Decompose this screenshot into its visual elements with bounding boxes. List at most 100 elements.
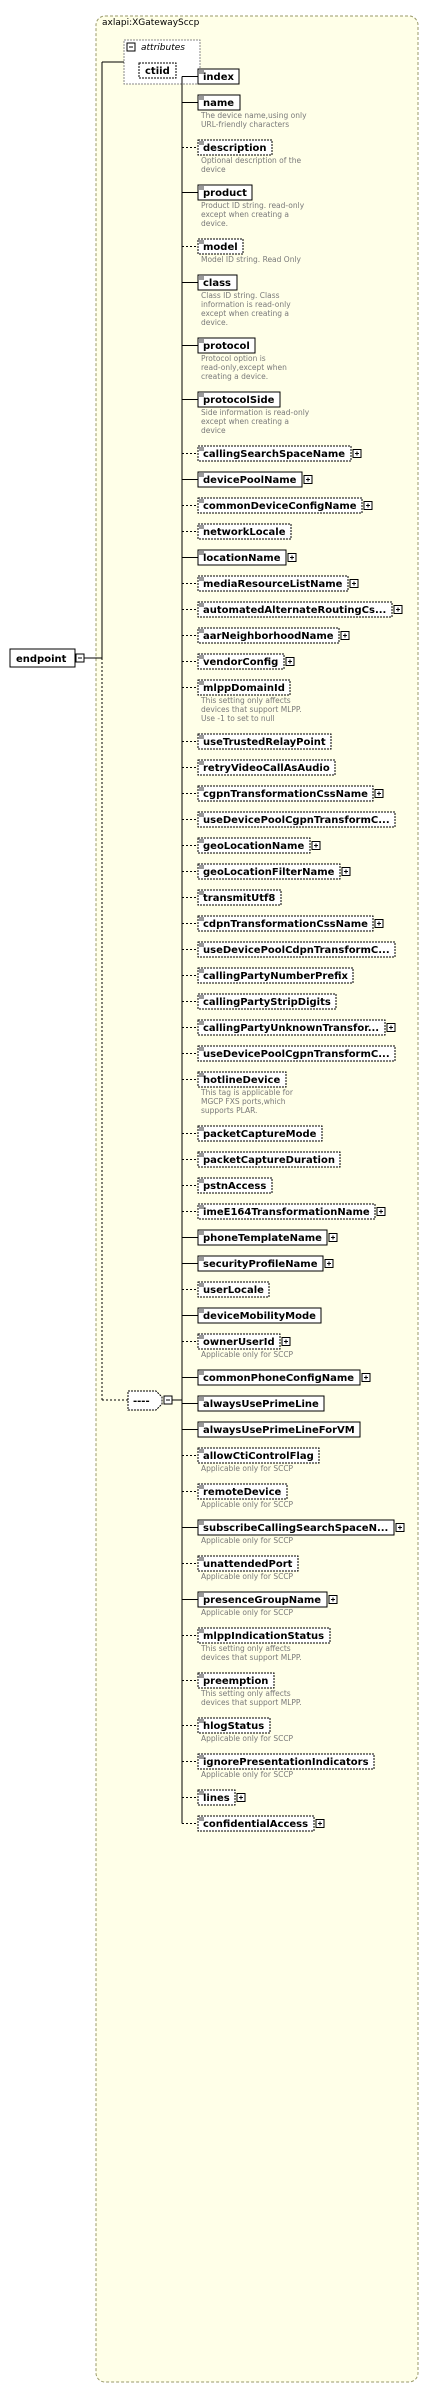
element-13[interactable]: mediaResourceListName xyxy=(182,575,359,592)
element-9[interactable]: devicePoolName xyxy=(182,471,313,488)
element-19[interactable]: retryVideoCallAsAudio xyxy=(182,759,336,776)
element-25[interactable]: cdpnTransformationCssName xyxy=(182,915,384,932)
element-doc: Model ID string. Read Only xyxy=(201,255,302,264)
expand-icon[interactable] xyxy=(386,1023,396,1032)
element-23[interactable]: geoLocationFilterName xyxy=(182,863,351,880)
expand-icon[interactable] xyxy=(281,1337,291,1346)
element-box xyxy=(197,1483,288,1500)
element-20[interactable]: cgpnTransformationCssName xyxy=(182,785,384,802)
expand-icon[interactable] xyxy=(376,1207,386,1216)
element-12[interactable]: locationName xyxy=(182,549,297,566)
element-24[interactable]: transmitUtf8 xyxy=(182,889,282,906)
element-53[interactable]: lines xyxy=(182,1789,246,1806)
element-label: useTrustedRelayPoint xyxy=(203,737,326,748)
element-10[interactable]: commonDeviceConfigName xyxy=(182,497,373,514)
element-label: ownerUserId xyxy=(203,1337,275,1348)
expand-icon[interactable] xyxy=(352,449,362,458)
element-label: mlppIndicationStatus xyxy=(203,1631,324,1642)
element-43[interactable]: alwaysUsePrimeLineForVM xyxy=(182,1421,361,1438)
element-doc: MGCP FXS ports,which xyxy=(201,1097,286,1106)
element-38[interactable]: userLocale xyxy=(182,1281,270,1298)
element-34[interactable]: pstnAccess xyxy=(182,1177,273,1194)
element-16[interactable]: vendorConfig xyxy=(182,653,295,670)
element-32[interactable]: packetCaptureMode xyxy=(182,1125,323,1142)
element-18[interactable]: useTrustedRelayPoint xyxy=(182,733,332,750)
element-54[interactable]: confidentialAccess xyxy=(182,1815,325,1832)
expand-icon[interactable] xyxy=(340,631,350,640)
element-0[interactable]: index xyxy=(182,68,240,85)
element-42[interactable]: alwaysUsePrimeLine xyxy=(182,1395,325,1412)
element-39[interactable]: deviceMobilityMode xyxy=(182,1307,322,1324)
element-doc: Applicable only for SCCP xyxy=(201,1464,294,1473)
expand-icon[interactable] xyxy=(315,1819,325,1828)
element-29[interactable]: callingPartyUnknownTransfor... xyxy=(182,1019,396,1036)
element-label: retryVideoCallAsAudio xyxy=(203,763,330,774)
element-label: presenceGroupName xyxy=(203,1595,321,1606)
root-element-endpoint[interactable]: endpoint xyxy=(9,648,85,668)
element-41[interactable]: commonPhoneConfigName xyxy=(182,1369,371,1386)
root-collapse-toggle[interactable] xyxy=(75,653,85,663)
expand-icon[interactable] xyxy=(285,657,295,666)
expand-icon[interactable] xyxy=(374,789,384,798)
sequence-symbol: ---- xyxy=(133,1396,150,1407)
element-15[interactable]: aarNeighborhoodName xyxy=(182,627,350,644)
element-box xyxy=(197,1281,270,1298)
element-21[interactable]: useDevicePoolCgpnTransformC... xyxy=(182,811,396,828)
expand-icon[interactable] xyxy=(374,919,384,928)
element-46[interactable]: subscribeCallingSearchSpaceN...Applicabl… xyxy=(182,1519,405,1545)
expand-icon[interactable] xyxy=(393,605,403,614)
attribute-ctiid[interactable]: ctiid xyxy=(138,62,177,79)
element-28[interactable]: callingPartyStripDigits xyxy=(182,993,337,1010)
expand-icon[interactable] xyxy=(328,1233,338,1242)
expand-icon[interactable] xyxy=(328,1595,338,1604)
element-box xyxy=(197,68,240,85)
expand-icon[interactable] xyxy=(311,841,321,850)
element-33[interactable]: packetCaptureDuration xyxy=(182,1151,341,1168)
element-22[interactable]: geoLocationName xyxy=(182,837,321,854)
element-35[interactable]: imeE164TransformationName xyxy=(182,1203,386,1220)
sequence-compositor[interactable]: ---- xyxy=(127,1390,173,1411)
expand-icon[interactable] xyxy=(349,579,359,588)
element-doc: read-only,except when xyxy=(201,363,287,372)
element-11[interactable]: networkLocale xyxy=(182,523,292,540)
expand-icon[interactable] xyxy=(287,553,297,562)
expand-icon[interactable] xyxy=(324,1259,334,1268)
element-label: callingSearchSpaceName xyxy=(203,449,345,460)
expand-icon[interactable] xyxy=(236,1793,246,1802)
element-14[interactable]: automatedAlternateRoutingCs... xyxy=(182,601,403,618)
expand-icon[interactable] xyxy=(395,1523,405,1532)
element-27[interactable]: callingPartyNumberPrefix xyxy=(182,967,354,984)
expand-icon[interactable] xyxy=(303,475,313,484)
element-30[interactable]: useDevicePoolCgpnTransformC... xyxy=(182,1045,396,1062)
element-26[interactable]: useDevicePoolCdpnTransformC... xyxy=(182,941,396,958)
expand-icon[interactable] xyxy=(361,1373,371,1382)
expand-icon[interactable] xyxy=(341,867,351,876)
element-37[interactable]: securityProfileName xyxy=(182,1255,334,1272)
element-8[interactable]: callingSearchSpaceName xyxy=(182,445,362,462)
element-box xyxy=(197,1255,324,1272)
sequence-collapse-toggle[interactable] xyxy=(163,1395,173,1405)
expand-icon[interactable] xyxy=(363,501,373,510)
element-label: ignorePresentationIndicators xyxy=(203,1757,369,1768)
element-36[interactable]: phoneTemplateName xyxy=(182,1229,338,1246)
element-box xyxy=(197,1333,281,1350)
attributes-collapse-toggle[interactable] xyxy=(126,42,136,52)
